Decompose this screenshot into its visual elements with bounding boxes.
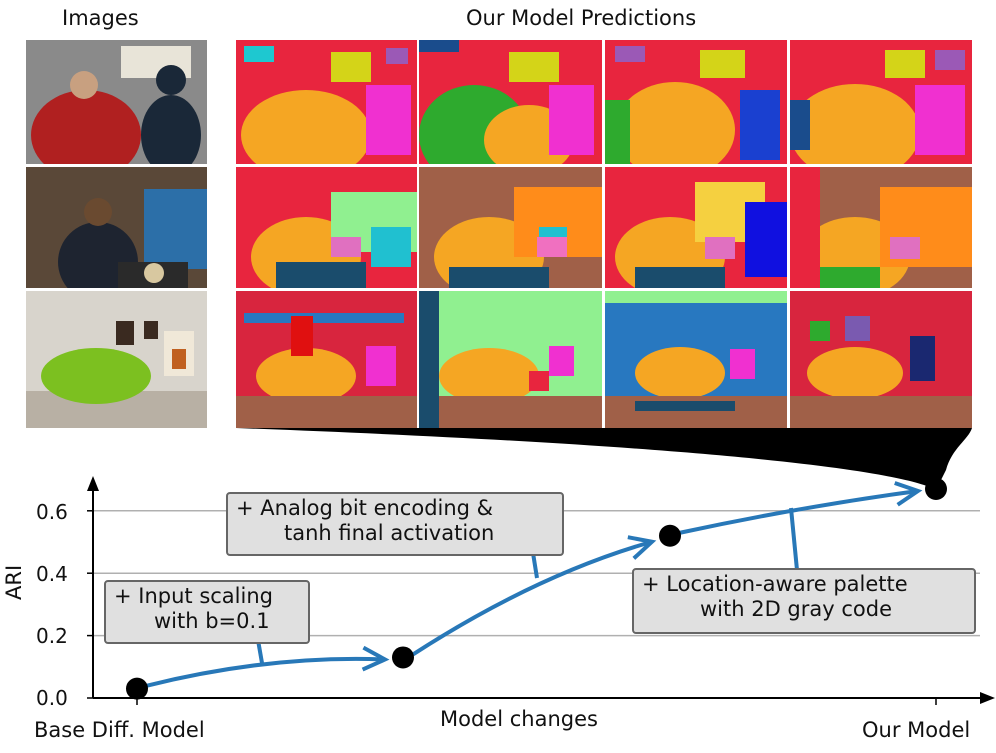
progress-arrowhead	[361, 645, 390, 672]
annotation-pointer	[789, 507, 799, 571]
x-axis-arrowhead	[980, 692, 995, 704]
progress-arrow	[146, 656, 386, 688]
y-tick-label: 0.2	[36, 624, 68, 648]
images-header: Images	[62, 6, 139, 30]
progress-arrow	[411, 539, 653, 657]
segmentation-map	[790, 40, 972, 164]
progress-arrowhead	[894, 481, 923, 507]
data-point	[126, 677, 148, 700]
segmentation-map	[605, 167, 787, 288]
x-tick-label: Our Model	[862, 718, 971, 742]
segmentation-map	[419, 40, 602, 164]
annotation-palette: + Location-aware palette with 2D gray co…	[632, 568, 976, 634]
segmentation-map	[605, 40, 787, 164]
data-point	[925, 477, 947, 500]
segmentation-map	[790, 167, 972, 288]
y-tick-label: 0.6	[36, 500, 68, 524]
annotation-line: + Location-aware palette	[642, 572, 908, 596]
data-point	[392, 646, 414, 669]
input-image-protest	[26, 40, 207, 164]
annotation-line: with 2D gray code	[700, 597, 893, 621]
segmentation-map	[419, 291, 602, 428]
y-tick-label: 0.4	[36, 562, 68, 586]
input-image-podium	[26, 167, 207, 288]
segmentation-map	[236, 40, 417, 164]
annotation-analog-bit: + Analog bit encoding & tanh final activ…	[226, 492, 564, 556]
connector-wedge	[236, 428, 972, 490]
segmentation-map	[419, 167, 602, 288]
input-image-living-room	[26, 291, 207, 428]
annotation-line: + Analog bit encoding &	[236, 496, 494, 520]
segmentation-map	[790, 291, 972, 428]
x-axis-label: Model changes	[440, 707, 598, 731]
progress-arrowhead	[627, 535, 657, 560]
annotation-input-scaling: + Input scaling with b=0.1	[104, 580, 310, 644]
predictions-header: Our Model Predictions	[466, 6, 697, 30]
segmentation-map	[605, 291, 787, 428]
x-tick-label: Base Diff. Model	[34, 718, 205, 742]
progress-arrow	[679, 488, 919, 535]
data-point	[659, 524, 681, 547]
segmentation-map	[236, 291, 417, 428]
annotation-line: + Input scaling	[114, 584, 273, 608]
segmentation-map	[236, 167, 417, 288]
y-axis-arrowhead	[87, 476, 99, 491]
annotation-line: tanh final activation	[284, 521, 495, 545]
y-tick-label: 0.0	[36, 686, 68, 710]
y-axis-label: ARI	[2, 564, 26, 600]
annotation-line: with b=0.1	[154, 609, 270, 633]
annotation-pointer	[531, 552, 539, 579]
